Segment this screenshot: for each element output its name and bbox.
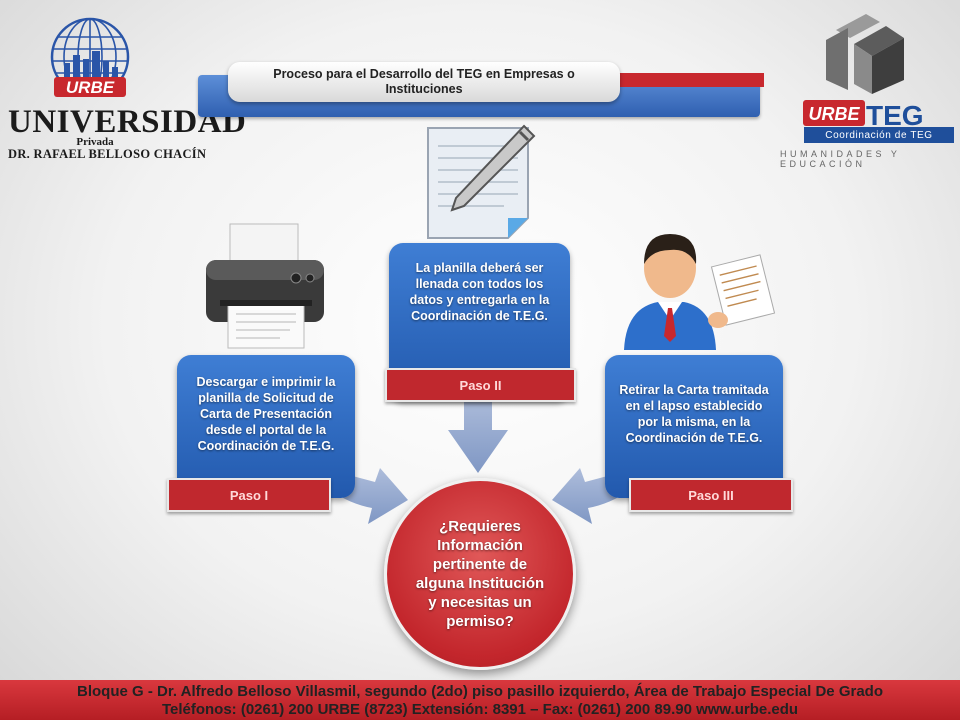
footer-contact: Teléfonos: (0261) 200 URBE (8723) Extens… [161, 701, 799, 718]
document-pen-icon [427, 124, 536, 239]
page-title: Proceso para el Desarrollo del TEG en Em… [228, 62, 620, 102]
center-question: ¿Requieres Información pertinente de alg… [384, 478, 576, 670]
university-fullname: DR. RAFAEL BELLOSO CHACÍN [8, 147, 207, 161]
teg-tagline: HUMANIDADES Y EDUCACIÓN [780, 149, 901, 169]
teg-subtitle: Coordinación de TEG [804, 127, 954, 143]
teg-cube-logo [826, 14, 904, 94]
university-globe-logo: URBE [50, 17, 130, 97]
printer-icon [206, 223, 324, 349]
arrow-down [448, 395, 508, 473]
svg-text:URBE: URBE [66, 78, 115, 97]
title-bar-accent [618, 73, 764, 87]
footer-address: Bloque G - Dr. Alfredo Belloso Villasmil… [77, 683, 883, 700]
step-2-label: Paso II [385, 368, 576, 402]
footer: Bloque G - Dr. Alfredo Belloso Villasmil… [0, 680, 960, 720]
step-3-label: Paso III [629, 478, 793, 512]
teg-brand: TEG [866, 100, 924, 131]
step-3-card: Retirar la Carta tramitada en el lapso e… [605, 355, 783, 498]
step-1-card: Descargar e imprimir la planilla de Soli… [177, 355, 355, 498]
step-1-label: Paso I [167, 478, 331, 512]
person-document-icon [624, 234, 776, 350]
svg-text:URBE: URBE [808, 104, 860, 124]
urbe-small-logo: URBE [803, 100, 865, 126]
university-type: Privada [76, 136, 114, 148]
